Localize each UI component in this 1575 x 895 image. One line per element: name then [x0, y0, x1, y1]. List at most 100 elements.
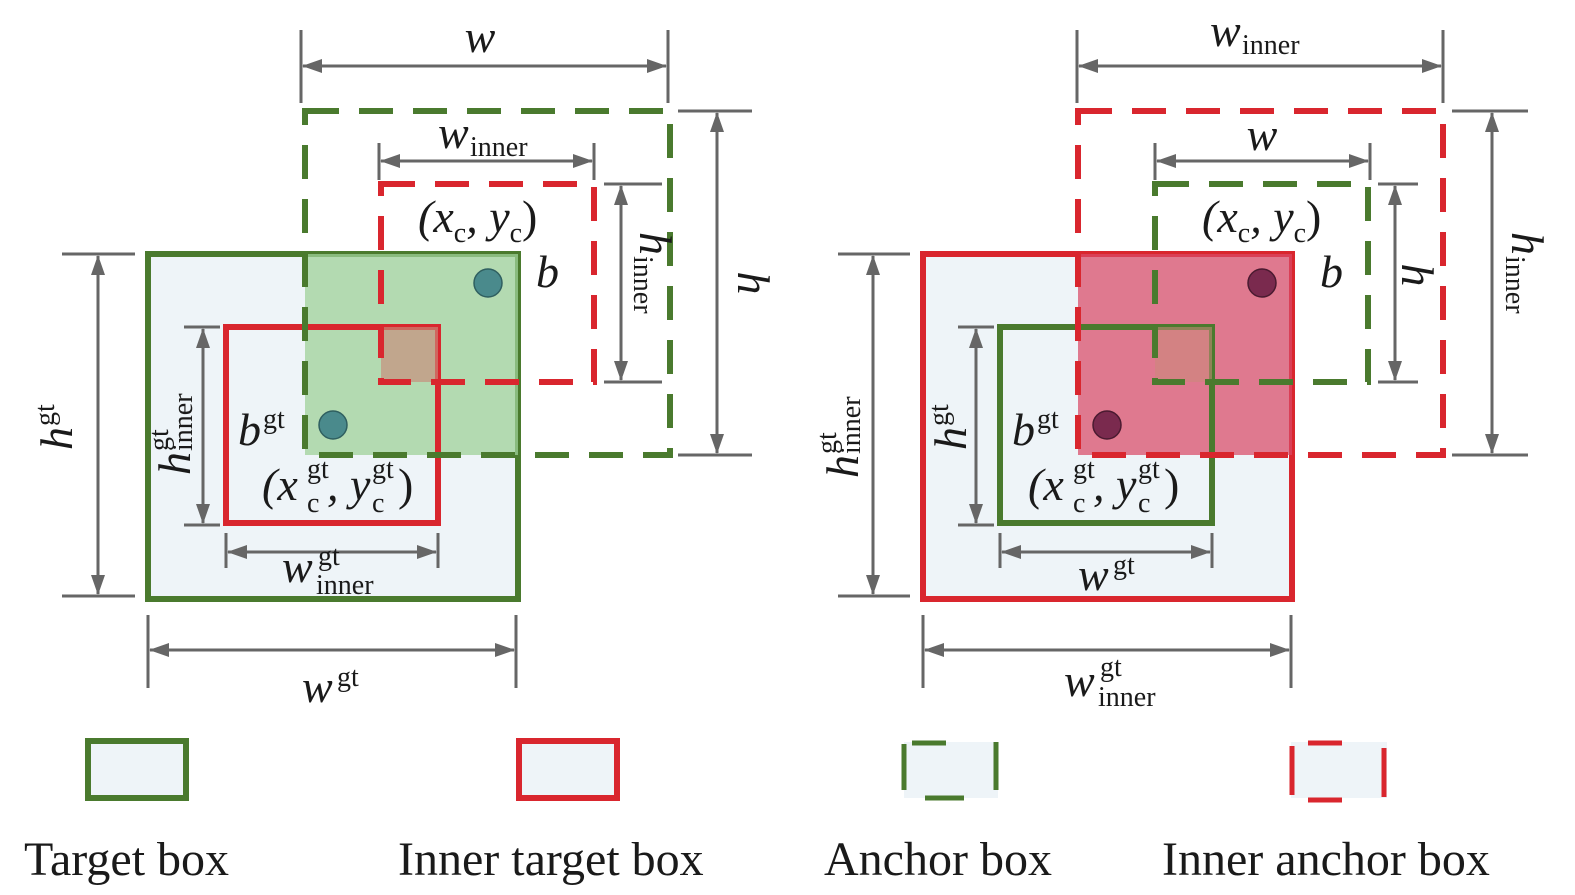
svg-text:): ) — [1164, 459, 1179, 510]
svg-text:(x: (x — [262, 459, 298, 510]
svg-text:c: c — [372, 488, 384, 519]
svg-text:gt: gt — [1073, 454, 1095, 485]
label-h-right: h — [1392, 264, 1443, 287]
label-w-gt: w gt — [302, 661, 359, 712]
svg-text:gt: gt — [30, 404, 61, 426]
svg-text:w: w — [438, 107, 469, 158]
label-w-inner: w inner — [438, 107, 528, 163]
anchor-center-dot-right — [1247, 268, 1277, 298]
label-h-gt: h gt — [30, 404, 82, 450]
svg-text:gt: gt — [144, 429, 175, 451]
legend: Target box Inner target box Anchor box I… — [24, 738, 1490, 886]
anchor-center-dot — [473, 268, 503, 298]
svg-text:h: h — [630, 232, 681, 255]
svg-text:gt: gt — [1037, 404, 1059, 435]
svg-text:(xc, yc): (xc, yc) — [1202, 191, 1321, 249]
legend-item-inner-target-box: Inner target box — [398, 738, 704, 886]
svg-text:h: h — [925, 427, 976, 450]
svg-text:w: w — [1078, 549, 1109, 600]
label-b-gt-right: b gt — [1012, 404, 1059, 455]
legend-swatch-dashed-green-bg — [904, 742, 998, 798]
label-w-inner-gt: w gt inner — [282, 541, 374, 601]
svg-text:): ) — [398, 459, 413, 510]
label-b: b — [536, 246, 559, 297]
svg-text:Anchor box: Anchor box — [824, 833, 1052, 886]
svg-text:gt: gt — [337, 662, 359, 693]
svg-text:b: b — [238, 404, 261, 455]
svg-text:h: h — [31, 427, 82, 450]
svg-text:gt: gt — [318, 541, 340, 572]
svg-text:inner: inner — [1242, 30, 1300, 61]
svg-text:gt: gt — [307, 454, 329, 485]
label-w-inner-right: w inner — [1210, 5, 1300, 61]
svg-text:, y: , y — [1093, 459, 1137, 510]
svg-text:inner: inner — [836, 396, 867, 454]
label-target-center-right: (x gt c , y gt c ) — [1028, 454, 1179, 519]
svg-text:w: w — [1210, 5, 1241, 56]
svg-text:gt: gt — [1113, 550, 1135, 581]
svg-text:Target box: Target box — [24, 833, 229, 886]
svg-text:inner: inner — [470, 132, 528, 163]
svg-text:gt: gt — [1138, 454, 1160, 485]
svg-text:inner: inner — [1098, 682, 1156, 713]
svg-text:c: c — [307, 488, 319, 519]
inner-overlap — [381, 327, 438, 382]
svg-text:c: c — [1138, 488, 1150, 519]
svg-text:Inner target box: Inner target box — [398, 833, 704, 886]
svg-text:inner: inner — [627, 256, 658, 314]
label-target-center: (x gt c , y gt c ) — [262, 454, 413, 519]
svg-text:h: h — [1502, 232, 1553, 255]
label-b-gt: b gt — [238, 404, 285, 455]
svg-text:h: h — [149, 452, 200, 475]
target-center-dot — [318, 410, 348, 440]
svg-text:c: c — [1073, 488, 1085, 519]
target-center-dot-right — [1092, 410, 1122, 440]
svg-text:h: h — [817, 455, 868, 478]
label-h-inner-gt: h gt inner — [144, 393, 200, 475]
label-anchor-center-right: (xc, yc) — [1202, 191, 1321, 249]
svg-text:w: w — [1064, 655, 1095, 706]
svg-text:gt: gt — [812, 432, 843, 454]
label-w: w — [465, 11, 496, 62]
label-h-gt-right: h gt — [924, 404, 976, 450]
inner-target-box — [223, 324, 441, 526]
svg-text:inner: inner — [168, 393, 199, 451]
svg-text:inner: inner — [1499, 256, 1530, 314]
label-h-inner: h inner — [627, 232, 681, 314]
left-panel: w w inner h h inner h gt — [30, 11, 779, 712]
svg-text:Inner anchor box: Inner anchor box — [1162, 833, 1490, 886]
legend-swatch-dashed-red-bg — [1291, 742, 1387, 798]
legend-item-target-box: Target box — [24, 738, 229, 886]
svg-text:gt: gt — [372, 454, 394, 485]
svg-text:b: b — [1012, 404, 1035, 455]
right-panel: w inner w h h inner h gt inner — [812, 5, 1553, 713]
label-anchor-center: (xc, yc) — [418, 191, 537, 249]
svg-text:gt: gt — [263, 404, 285, 435]
anchor-box — [302, 108, 673, 458]
legend-item-inner-anchor-box: Inner anchor box — [1162, 740, 1490, 886]
svg-text:w: w — [282, 541, 313, 592]
legend-item-anchor-box: Anchor box — [824, 740, 1052, 886]
svg-text:(xc, yc): (xc, yc) — [418, 191, 537, 249]
label-w-inner-gt-right: w gt inner — [1064, 652, 1156, 713]
legend-swatch-solid-red — [516, 738, 620, 801]
anchor-box-small — [1152, 181, 1371, 385]
label-w-right: w — [1247, 109, 1278, 160]
svg-text:gt: gt — [924, 404, 955, 426]
svg-text:(x: (x — [1028, 459, 1064, 510]
label-h-inner-right: h inner — [1499, 232, 1553, 314]
svg-text:gt: gt — [1100, 652, 1122, 683]
svg-text:w: w — [302, 661, 333, 712]
svg-text:, y: , y — [327, 459, 371, 510]
label-h: h — [728, 272, 779, 295]
target-box-small — [997, 324, 1215, 526]
inner-anchor-box-large — [1075, 108, 1446, 458]
inner-anchor-box — [378, 181, 597, 385]
svg-text:inner: inner — [316, 570, 374, 601]
legend-swatch-solid-green — [85, 738, 189, 801]
label-w-gt-right: w gt — [1078, 549, 1135, 600]
label-h-inner-gt-right: h gt inner — [812, 396, 868, 478]
label-b-right: b — [1320, 246, 1343, 297]
anchor-target-overlap-small — [1155, 327, 1212, 382]
